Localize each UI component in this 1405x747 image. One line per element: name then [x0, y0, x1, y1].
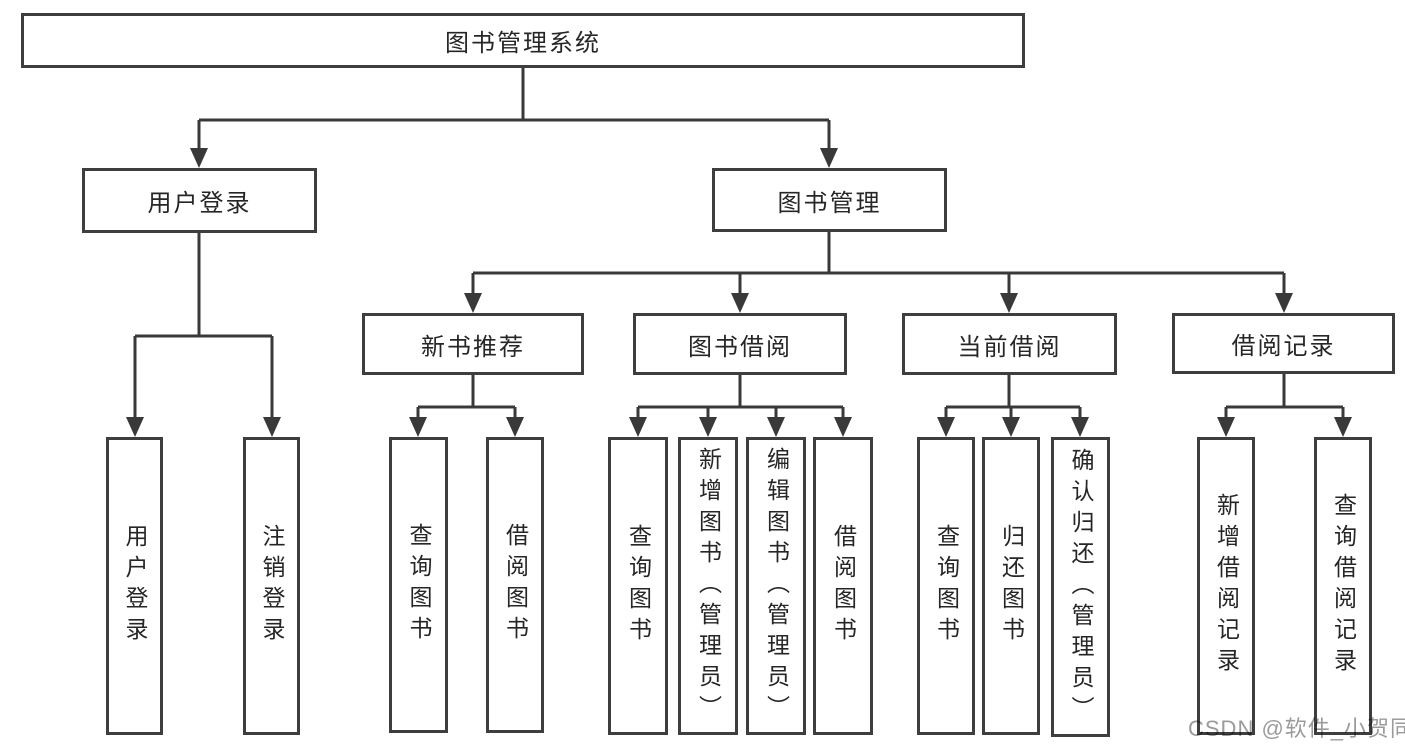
leaf-query-books-recommend: 查询图书 — [389, 437, 448, 733]
node-new-book-recommend: 新书推荐 — [362, 313, 584, 375]
leaf-user-login: 用户登录 — [106, 437, 163, 735]
csdn-watermark: CSDN @软件_小贺同学 — [1188, 716, 1405, 741]
leaf-edit-book-admin: 编辑图书（管理员） — [746, 437, 806, 735]
leaf-add-borrow-record: 新增借阅记录 — [1197, 437, 1255, 735]
leaf-borrow-books-recommend: 借阅图书 — [486, 437, 544, 733]
leaf-confirm-return-admin: 确认归还（管理员） — [1051, 437, 1110, 737]
node-book-management: 图书管理 — [712, 168, 947, 232]
leaf-return-book: 归还图书 — [982, 437, 1040, 735]
node-user-login: 用户登录 — [82, 168, 317, 233]
leaf-borrow-books: 借阅图书 — [813, 437, 873, 735]
node-current-borrowing: 当前借阅 — [902, 313, 1117, 375]
leaf-add-book-admin: 新增图书（管理员） — [678, 437, 738, 735]
leaf-query-books-borrowing: 查询图书 — [608, 437, 668, 735]
node-borrowing-records: 借阅记录 — [1172, 313, 1395, 374]
leaf-logout: 注销登录 — [243, 437, 300, 735]
node-book-borrowing: 图书借阅 — [633, 313, 847, 375]
leaf-query-books-current: 查询图书 — [917, 437, 975, 735]
node-library-management-system: 图书管理系统 — [21, 13, 1025, 68]
leaf-query-borrow-record: 查询借阅记录 — [1314, 437, 1372, 735]
